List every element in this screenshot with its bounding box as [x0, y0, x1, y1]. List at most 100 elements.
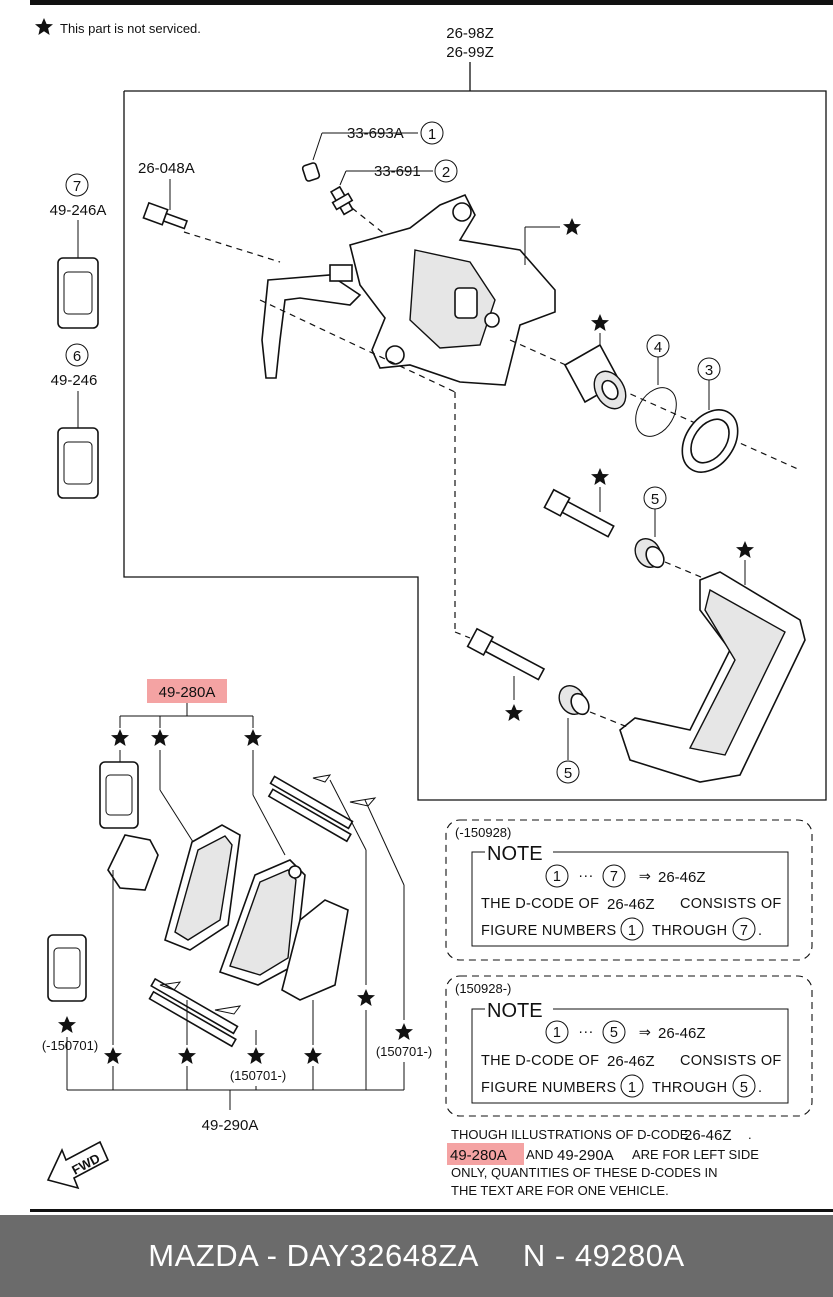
callout-1[interactable]: 1: [428, 126, 436, 143]
note-1-frame: [445, 819, 813, 961]
note-2-box: [471, 1008, 789, 1104]
note-1-title: NOTE: [487, 843, 543, 865]
star-icon: [104, 1047, 122, 1064]
grease-packet-d: [47, 934, 87, 1002]
pin-boot-upper: [634, 537, 665, 569]
note-1-l2-to: 7: [740, 923, 748, 939]
disclaimer-l1b[interactable]: 26-46Z: [684, 1127, 732, 1144]
guide-pin-lower: [466, 627, 546, 681]
note-1-ellipsis: ···: [578, 868, 593, 884]
bolt: [142, 201, 189, 230]
note-2-l2-mid: THROUGH: [652, 1080, 727, 1096]
fwd-arrow-icon: FWD: [46, 1140, 110, 1190]
caliper-bore: [484, 312, 500, 328]
leader-shim: [364, 799, 405, 886]
assembly-code-2[interactable]: 26-99Z: [446, 44, 494, 61]
note-1-arrow: ⇒: [639, 869, 651, 885]
callout-3[interactable]: 3: [705, 362, 713, 379]
footer-oem-number: MAZDA - DAY32648ZA: [148, 1238, 479, 1273]
note-1-l1-dcode[interactable]: 26-46Z: [607, 896, 655, 913]
callout-circle-6: [65, 343, 89, 367]
part-code-49-246[interactable]: 49-246: [51, 372, 98, 389]
leader-33-693A-2: [312, 132, 323, 161]
part-code-49-246A[interactable]: 49-246A: [50, 202, 107, 219]
note-2-l2-to: 5: [740, 1080, 748, 1096]
note-1-to: 7: [610, 869, 618, 885]
caliper-port: [454, 287, 478, 319]
part-code-49-280A[interactable]: 49-280A: [159, 684, 216, 701]
star-icon: [357, 989, 375, 1006]
footer-part-number: N - 49280A: [522, 1238, 685, 1273]
bracket-nut: [329, 264, 353, 282]
disclaimer-l4: THE TEXT ARE FOR ONE VEHICLE.: [451, 1183, 669, 1198]
note-1-l2-from: 1: [628, 923, 636, 939]
callout-6[interactable]: 6: [73, 348, 81, 365]
disclaimer-l2c[interactable]: 49-290A: [557, 1147, 614, 1164]
note-2-title: NOTE: [487, 1000, 543, 1022]
caliper-cylinder: [409, 249, 496, 349]
callout-circle-2: [434, 159, 458, 183]
note-2-l2-end: .: [758, 1080, 762, 1096]
star-icon: [505, 704, 523, 721]
callout-circle-7: [65, 173, 89, 197]
legend-text: This part is not serviced.: [60, 21, 201, 36]
callout-5a[interactable]: 5: [651, 491, 659, 508]
top-border: [30, 0, 833, 5]
note-1-l1-prefix: THE D-CODE OF: [481, 896, 599, 912]
pad-spring-upper: [267, 775, 354, 843]
star-icon: [58, 1016, 76, 1033]
part-code-26-048A[interactable]: 26-048A: [138, 160, 195, 177]
leader-33-691-2: [339, 170, 347, 186]
part-code-33-691[interactable]: 33-691: [374, 163, 421, 180]
pad-kit-highlight: [147, 679, 227, 703]
note-1-l1-suffix: CONSISTS OF: [680, 896, 782, 912]
star-icon: [178, 1047, 196, 1064]
note-2-l1-suffix: CONSISTS OF: [680, 1053, 782, 1069]
date-before: (-150701): [42, 1038, 98, 1053]
footer-border: [30, 1209, 833, 1212]
star-icon: [395, 1023, 413, 1040]
note-2-arrow: ⇒: [639, 1025, 651, 1041]
note-2-l2-prefix: FIGURE NUMBERS: [481, 1080, 617, 1096]
caliper-bracket: [261, 274, 362, 379]
shim-mark: [349, 797, 377, 807]
note-1-l2-end: .: [758, 923, 762, 939]
disclaimer-highlight: [447, 1143, 524, 1165]
assembly-code-1[interactable]: 26-98Z: [446, 25, 494, 42]
disclaimer-l2a[interactable]: 49-280A: [450, 1147, 507, 1164]
part-code-33-693A[interactable]: 33-693A: [347, 125, 404, 142]
part-code-49-290A[interactable]: 49-290A: [202, 1117, 259, 1134]
leader-pad: [159, 789, 196, 846]
leader-shim: [329, 779, 367, 851]
caliper-support-inner: [688, 588, 786, 756]
callout-2[interactable]: 2: [442, 164, 450, 181]
note-1-box: [471, 851, 789, 947]
note-1-to-circle: [602, 864, 626, 888]
callout-5b[interactable]: 5: [564, 765, 572, 782]
star-icon: [35, 18, 53, 35]
grease-packet-c: [99, 761, 139, 829]
disclaimer-l1c: .: [748, 1127, 752, 1142]
shim-mark: [159, 981, 182, 991]
dash-axis-4: [509, 339, 801, 471]
dash-pin-lower: [589, 711, 631, 729]
note-1-l2-mid: THROUGH: [652, 923, 727, 939]
star-icon: [563, 218, 581, 235]
callout-4[interactable]: 4: [654, 339, 662, 356]
star-icon: [304, 1047, 322, 1064]
assembly-outline: [123, 90, 827, 801]
dash-bleeder: [351, 207, 393, 241]
note-2-to: 5: [610, 1025, 618, 1041]
star-icon: [111, 729, 129, 746]
piston: [563, 343, 627, 410]
note-2-l1-prefix: THE D-CODE OF: [481, 1053, 599, 1069]
note-1-dcode[interactable]: 26-46Z: [658, 869, 706, 886]
note-2-from-circle: [545, 1020, 569, 1044]
caliper-lug-top: [452, 202, 472, 222]
note-2-dcode[interactable]: 26-46Z: [658, 1025, 706, 1042]
callout-7[interactable]: 7: [73, 178, 81, 195]
note-2-frame: [445, 975, 813, 1117]
caliper-lug-bottom: [385, 345, 405, 365]
note-1-from-circle: [545, 864, 569, 888]
note-2-l1-dcode[interactable]: 26-46Z: [607, 1053, 655, 1070]
